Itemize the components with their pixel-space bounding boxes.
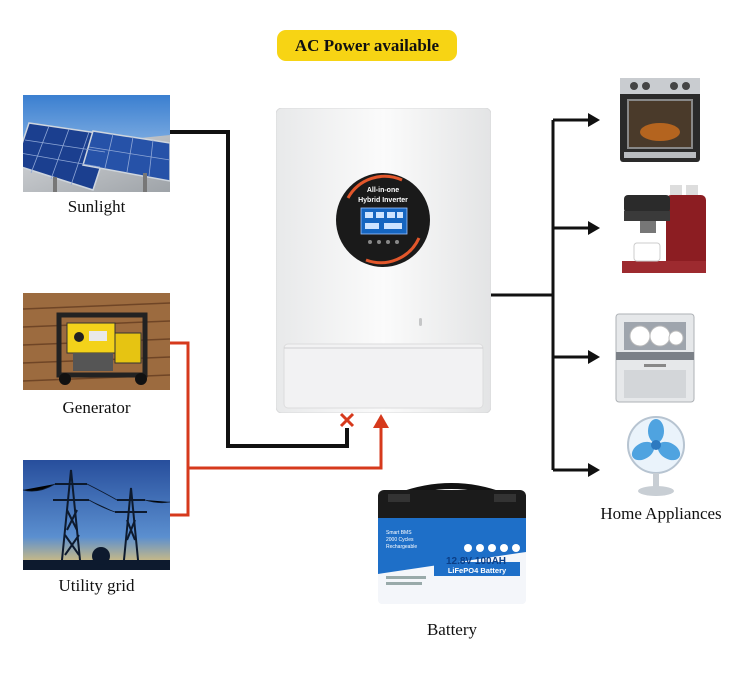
battery-label: Battery bbox=[426, 620, 478, 639]
blocked-input-icon bbox=[339, 412, 355, 428]
home-appliances-label: Home Appliances bbox=[600, 504, 722, 523]
battery-feature-2: 2000 Cycles bbox=[386, 537, 414, 543]
generator-label: Generator bbox=[62, 398, 131, 417]
ac-power-banner: AC Power available bbox=[277, 30, 457, 61]
sunlight-label: Sunlight bbox=[67, 197, 126, 216]
generator-source bbox=[22, 293, 171, 390]
coffee-machine-icon bbox=[614, 183, 710, 279]
electric-fan-icon bbox=[624, 415, 688, 497]
appliance-arrows bbox=[553, 113, 600, 477]
generator-icon bbox=[22, 293, 171, 390]
oven-icon bbox=[614, 74, 706, 166]
battery-icon bbox=[378, 483, 526, 604]
solar-source bbox=[14, 95, 171, 192]
battery-feature-1: Smart BMS bbox=[386, 530, 412, 536]
battery-spec: 12.8V 100AH bbox=[446, 556, 506, 567]
inverter-name-line1: All-in-one bbox=[367, 187, 399, 194]
hybrid-inverter: All-in-one Hybrid Inverter bbox=[275, 107, 492, 414]
battery-chemistry: LiFePO4 Battery bbox=[448, 566, 507, 575]
transmission-tower-icon bbox=[22, 460, 171, 571]
grid-wire bbox=[188, 428, 383, 470]
battery-feature-3: Rechargeable bbox=[386, 544, 417, 550]
grid-source bbox=[22, 460, 171, 571]
solar-panel-icon bbox=[14, 95, 171, 192]
generator-wire bbox=[170, 341, 190, 517]
utility-grid-label: Utility grid bbox=[58, 576, 135, 595]
ac-input-arrow bbox=[373, 414, 389, 428]
battery: Smart BMS 2000 Cycles Rechargeable LiFeP… bbox=[376, 478, 528, 604]
dishwasher-icon bbox=[614, 312, 696, 404]
solar-wire bbox=[170, 130, 349, 448]
inverter-name-line2: Hybrid Inverter bbox=[358, 197, 408, 204]
